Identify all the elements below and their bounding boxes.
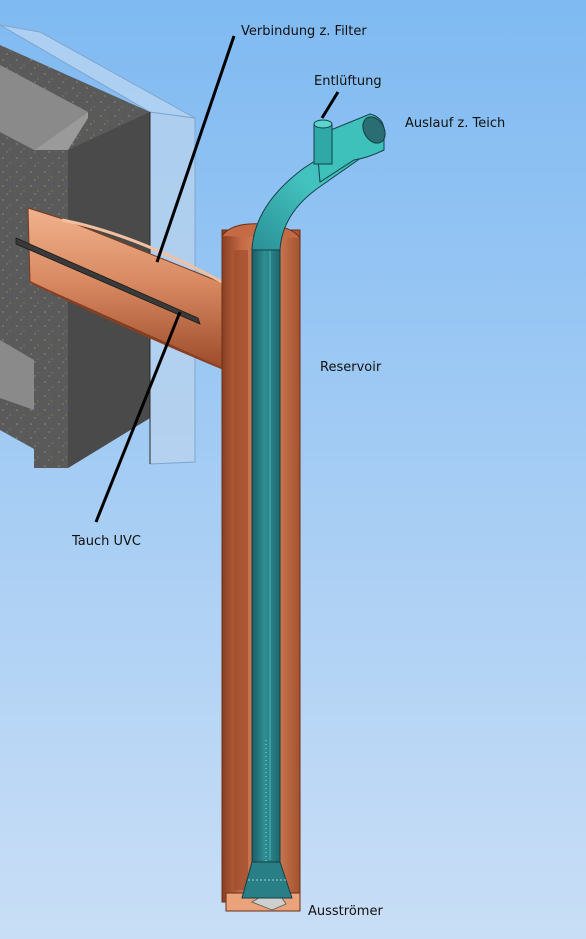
label-reservoir: Reservoir bbox=[320, 360, 382, 375]
label-outlet: Auslauf z. Teich bbox=[405, 116, 506, 131]
riser-pipe bbox=[241, 113, 386, 899]
leader-line-filter bbox=[155, 35, 236, 263]
diffuser-cone bbox=[241, 861, 293, 899]
outlet-opening bbox=[362, 116, 386, 144]
vent-stub-top bbox=[313, 119, 333, 129]
reservoir-inner-shadow bbox=[234, 250, 248, 890]
label-diffuser: Ausströmer bbox=[308, 904, 383, 919]
label-vent: Entlüftung bbox=[314, 74, 382, 89]
filter-wall-top bbox=[34, 112, 88, 150]
label-filter-connection: Verbindung z. Filter bbox=[241, 24, 367, 39]
filter-wall-slab bbox=[34, 150, 68, 468]
filter-box bbox=[0, 24, 196, 468]
riser-pipe-body bbox=[251, 247, 281, 867]
leader-line-vent bbox=[320, 91, 340, 119]
filter-inner-cavity bbox=[0, 65, 88, 150]
vent-stub bbox=[313, 123, 333, 165]
connection-pipe-lip bbox=[61, 218, 241, 294]
uvc-lamp-rod bbox=[15, 237, 201, 325]
connection-pipe-underside bbox=[29, 281, 227, 371]
label-uvc: Tauch UVC bbox=[72, 534, 141, 549]
filter-glass-top bbox=[0, 24, 196, 119]
leader-line-uvc bbox=[94, 311, 182, 523]
filter-inner-floor bbox=[0, 340, 34, 410]
